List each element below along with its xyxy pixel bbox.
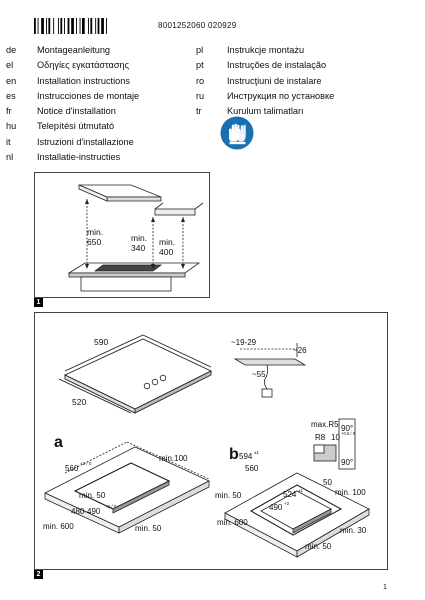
variant-a-front: min. 600 — [43, 522, 74, 531]
language-title: Telepítési útmutató — [37, 121, 115, 132]
language-row: de Montageanleitung — [6, 43, 139, 58]
variant-b-r8: R8 — [315, 433, 326, 442]
language-title: Installatie-instructies — [37, 152, 121, 163]
variant-a-right: min. 50 — [135, 524, 162, 533]
language-row: es Instrucciones de montaje — [6, 89, 139, 104]
language-code: tr — [196, 106, 202, 117]
language-title: Installation instructions — [37, 75, 130, 86]
language-row: ro Instrucţiuni de instalare — [196, 74, 334, 89]
language-title: Instruções de instalação — [227, 60, 327, 71]
language-code: nl — [6, 152, 14, 163]
variant-a-left: min. 50 — [79, 491, 106, 500]
variant-b-outer-tolerance: ±1 — [254, 450, 259, 455]
language-row: tr Kurulum talimatları — [196, 104, 334, 119]
language-row: en Installation instructions — [6, 74, 139, 89]
variant-b-width: 560 — [245, 464, 259, 473]
hob-width-label: 590 — [94, 337, 108, 347]
figure-1-clearance-diagram: min. 650 min. 340 min. 400 — [34, 172, 210, 298]
variant-b-inner-width: 524 — [283, 490, 297, 499]
language-code: hu — [6, 121, 17, 132]
hob-depth-label: 520 — [72, 397, 86, 407]
variant-a-letter: a — [54, 434, 63, 451]
language-title: Notice d'installation — [37, 106, 116, 117]
variant-a-width-tolerance: +2 / 0 — [80, 461, 92, 466]
barcode — [34, 18, 107, 34]
variant-b-bottom: min. 50 — [305, 542, 332, 551]
language-title: Montageanleitung — [37, 45, 111, 55]
language-title: Οδηγίες εγκατάστασης — [37, 60, 130, 71]
variant-b-outer: 594 — [239, 452, 253, 461]
language-title: Istruzioni d'installazione — [37, 136, 134, 147]
document-number: 8001252060 020929 — [158, 21, 237, 30]
dim-cabinet-min-label: min. — [159, 237, 175, 247]
dim-side-value: 340 — [131, 243, 145, 253]
language-row: pl Instrukcje montażu — [196, 43, 334, 58]
language-row: pt Instruções de instalação — [196, 58, 334, 73]
language-title: Instrucţiuni de instalare — [227, 75, 322, 86]
variant-b-angle-top: 90° — [341, 424, 353, 433]
language-row: ru Инструкция по установке — [196, 89, 334, 104]
variant-b-inner-depth: 490 — [269, 503, 283, 512]
dim-hood-value: 650 — [87, 237, 101, 247]
variant-b-step-tolerance: +0.5 / 0 — [341, 431, 356, 436]
figure-2-cutout-diagram: 590 520 ~19-29 ~26 ~55 a 560 — [34, 312, 388, 570]
dim-cabinet-value: 400 — [159, 247, 173, 257]
variant-b-back: min. 100 — [335, 488, 366, 497]
language-code: pt — [196, 60, 204, 71]
variant-b-front: min. 600 — [217, 518, 248, 527]
variant-b-rebate: 50 — [323, 478, 332, 487]
page-number: 1 — [383, 584, 387, 591]
variant-b-max-radius: max.R5 — [311, 420, 339, 429]
wear-gloves-icon — [220, 116, 254, 150]
variant-a-width: 560 — [65, 464, 79, 473]
language-code: de — [6, 45, 17, 55]
language-title: Instrucciones de montaje — [37, 90, 140, 101]
language-row: nl Installatie-instructies — [6, 150, 139, 165]
dim-side-min-label: min. — [131, 233, 147, 243]
language-row: hu Telepítési útmutató — [6, 119, 139, 134]
cable-dim-label: ~55 — [252, 370, 266, 379]
variant-b-left: min. 50 — [215, 491, 242, 500]
variant-b-inner-depth-tolerance: +2 — [284, 501, 290, 506]
dim-hood-min-label: min. — [87, 227, 103, 237]
variant-b-letter: b — [229, 446, 239, 463]
variant-b-angle-bottom: 90° — [341, 458, 353, 467]
language-title: Инструкция по установке — [227, 90, 335, 101]
language-code: en — [6, 75, 17, 86]
language-list-right: pl Instrukcje montażu pt Instruções de ins… — [196, 43, 334, 119]
edge-height-label: ~26 — [293, 346, 307, 355]
language-list-left: de Montageanleitung el Οδηγίες εγκατάσταση… — [6, 43, 139, 165]
figure-2-label: 2 — [34, 570, 43, 579]
variant-a-depth: 480-490 — [71, 507, 101, 516]
language-row: el Οδηγίες εγκατάστασης — [6, 58, 139, 73]
language-code: ro — [196, 75, 205, 86]
edge-range-label: ~19-29 — [231, 338, 257, 347]
variant-a-back: min.100 — [159, 454, 188, 463]
variant-b-step: 10 — [331, 433, 340, 442]
language-code: el — [6, 60, 14, 71]
language-code: it — [6, 136, 11, 147]
language-title: Instrukcje montażu — [227, 45, 305, 55]
language-row: it Istruzioni d'installazione — [6, 135, 139, 150]
language-code: pl — [196, 45, 204, 55]
language-code: fr — [6, 106, 12, 117]
language-row: fr Notice d'installation — [6, 104, 139, 119]
variant-b-inner-width-tolerance: ±1 — [298, 488, 303, 493]
language-title: Kurulum talimatları — [227, 106, 304, 117]
language-code: es — [6, 90, 16, 101]
variant-b-right: min. 30 — [340, 526, 367, 535]
variant-a-depth-tolerance: +2 / 0 — [105, 504, 117, 509]
figure-1-label: 1 — [34, 298, 43, 307]
language-code: ru — [196, 90, 205, 101]
